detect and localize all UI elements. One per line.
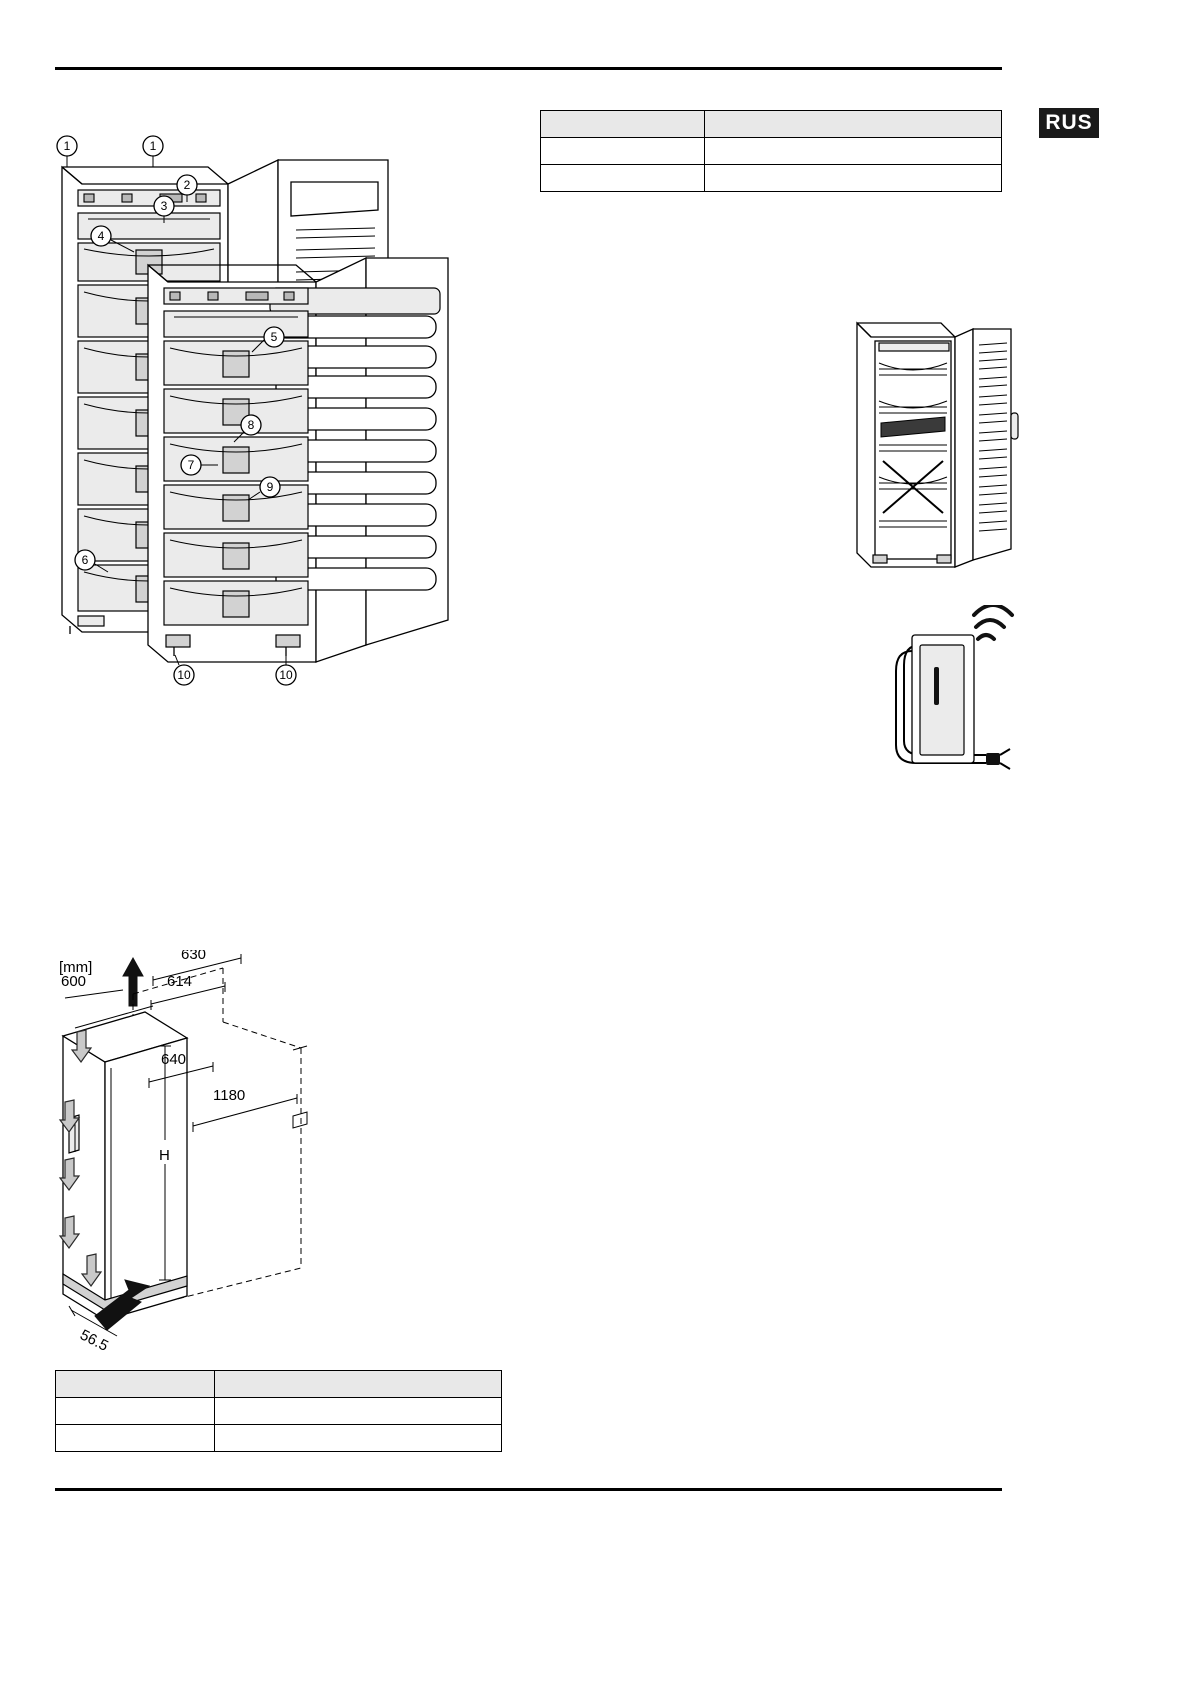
callout-5: 5	[251, 326, 285, 353]
table-cell-label	[54, 1370, 216, 1398]
table-row	[539, 164, 1002, 192]
callout-4: 4	[90, 225, 135, 253]
dimension-614-label: 614	[167, 973, 192, 990]
airflow-arrows	[58, 1029, 103, 1288]
svg-text:8: 8	[248, 418, 255, 432]
table-cell-label	[539, 164, 706, 192]
table-cell-label	[539, 137, 706, 165]
table-row	[539, 137, 1002, 165]
svg-text:7: 7	[188, 458, 195, 472]
dimension-614: 614	[150, 973, 226, 1010]
specification-table-bottom	[54, 1370, 502, 1452]
table-cell-value	[704, 164, 1002, 192]
callout-10-right: 10	[275, 655, 297, 686]
dimension-1180-label: 1180	[213, 1087, 245, 1104]
airflow-arrow-bottom	[94, 1279, 151, 1331]
svg-text:2: 2	[184, 178, 191, 192]
dimension-640-label: 640	[161, 1051, 186, 1068]
table-cell-value	[214, 1424, 502, 1452]
table-row	[54, 1370, 502, 1398]
table-cell-value	[704, 110, 1002, 138]
hinge-markers	[292, 1045, 308, 1129]
dimension-630: 630	[152, 950, 242, 986]
callout-1-right: 1	[142, 135, 164, 167]
header-rule	[55, 67, 1002, 70]
wireless-waves-icon	[972, 605, 1014, 641]
dimension-600: 600	[61, 973, 124, 999]
table-row	[54, 1397, 502, 1425]
installation-dimensions-figure: [mm] 630	[45, 950, 515, 1350]
appliance-open-door-figure	[845, 305, 1025, 580]
dimension-640: 640	[148, 1051, 214, 1088]
svg-text:3: 3	[161, 199, 168, 213]
footer-rule	[55, 1488, 1002, 1491]
dimension-height-label: H	[159, 1147, 170, 1164]
table-cell-label	[54, 1424, 216, 1452]
appliance-wireless-signal-figure	[890, 605, 1020, 780]
callout-6: 6	[74, 549, 109, 573]
svg-text:10: 10	[279, 668, 293, 682]
table-cell-label	[539, 110, 706, 138]
svg-text:4: 4	[98, 229, 105, 243]
callout-3: 3	[153, 195, 175, 223]
power-plug-icon	[986, 748, 1011, 770]
table-cell-value	[214, 1370, 502, 1398]
language-badge: RUS	[1039, 108, 1099, 138]
dimension-unit-label: [mm]	[59, 959, 92, 976]
callout-2: 2	[176, 174, 198, 202]
table-cell-value	[214, 1397, 502, 1425]
svg-text:5: 5	[271, 330, 278, 344]
callout-1-left: 1	[56, 135, 78, 167]
svg-text:1: 1	[64, 139, 71, 153]
dimension-600-label: 600	[61, 973, 86, 990]
callout-7: 7	[180, 454, 218, 476]
svg-text:1: 1	[150, 139, 157, 153]
dimension-height: H	[155, 1045, 177, 1281]
table-row	[539, 110, 1002, 138]
specification-table-top	[539, 110, 1002, 192]
dimension-630-label: 630	[181, 950, 206, 963]
callout-8: 8	[233, 414, 262, 443]
appliance-overview-figure: 1 1 2 3 4	[48, 120, 518, 690]
callout-10-left: 10	[173, 654, 195, 686]
table-cell-label	[54, 1397, 216, 1425]
svg-text:9: 9	[267, 480, 274, 494]
callout-9: 9	[247, 476, 281, 501]
dimension-1180: 1180	[192, 1087, 298, 1132]
svg-text:10: 10	[177, 668, 191, 682]
svg-text:6: 6	[82, 553, 89, 567]
table-cell-value	[704, 137, 1002, 165]
table-row	[54, 1424, 502, 1452]
